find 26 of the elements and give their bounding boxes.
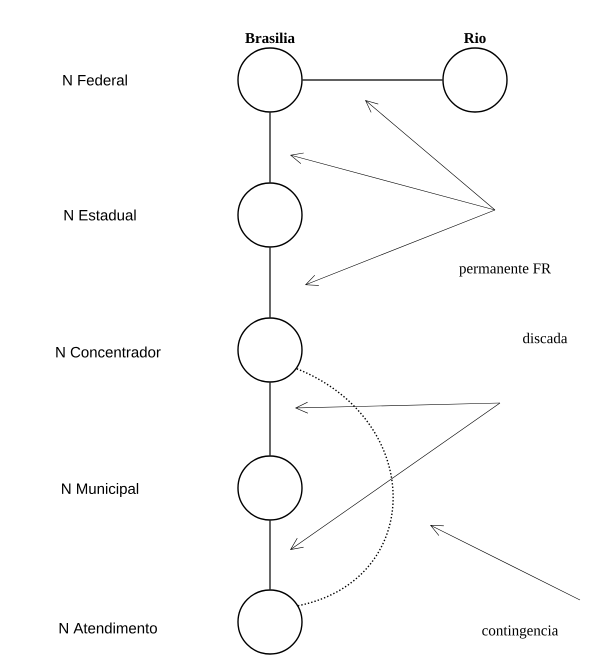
- leader-arrow: [290, 152, 496, 210]
- leader-arrow: [430, 525, 580, 600]
- leader-arrow: [305, 210, 496, 286]
- level-label: N Atendimento: [60, 622, 157, 634]
- level-label: N Municipal: [62, 483, 138, 497]
- annotation-text: contingencia: [482, 625, 558, 639]
- node-circle: [237, 589, 303, 655]
- connector-line: [269, 382, 271, 456]
- annotation-text: discada: [523, 332, 568, 344]
- node-circle: [237, 317, 303, 383]
- node-circle: [237, 455, 303, 521]
- leader-arrow: [290, 402, 500, 550]
- connector-line: [269, 520, 271, 590]
- level-label: N Estadual: [64, 210, 136, 220]
- level-label: N Concentrador: [56, 346, 161, 358]
- node-circle: [237, 182, 303, 248]
- connector-line: [269, 248, 271, 318]
- leader-arrow: [295, 402, 500, 414]
- dotted-curve: [296, 368, 394, 606]
- annotation-text: permanente FR: [459, 264, 551, 277]
- connector-line: [269, 112, 271, 182]
- node-label: Brasilia: [245, 32, 295, 44]
- node-label: Rio: [464, 32, 486, 44]
- leader-arrow: [365, 100, 496, 210]
- connector-line: [302, 79, 442, 81]
- level-label: N Federal: [63, 74, 127, 86]
